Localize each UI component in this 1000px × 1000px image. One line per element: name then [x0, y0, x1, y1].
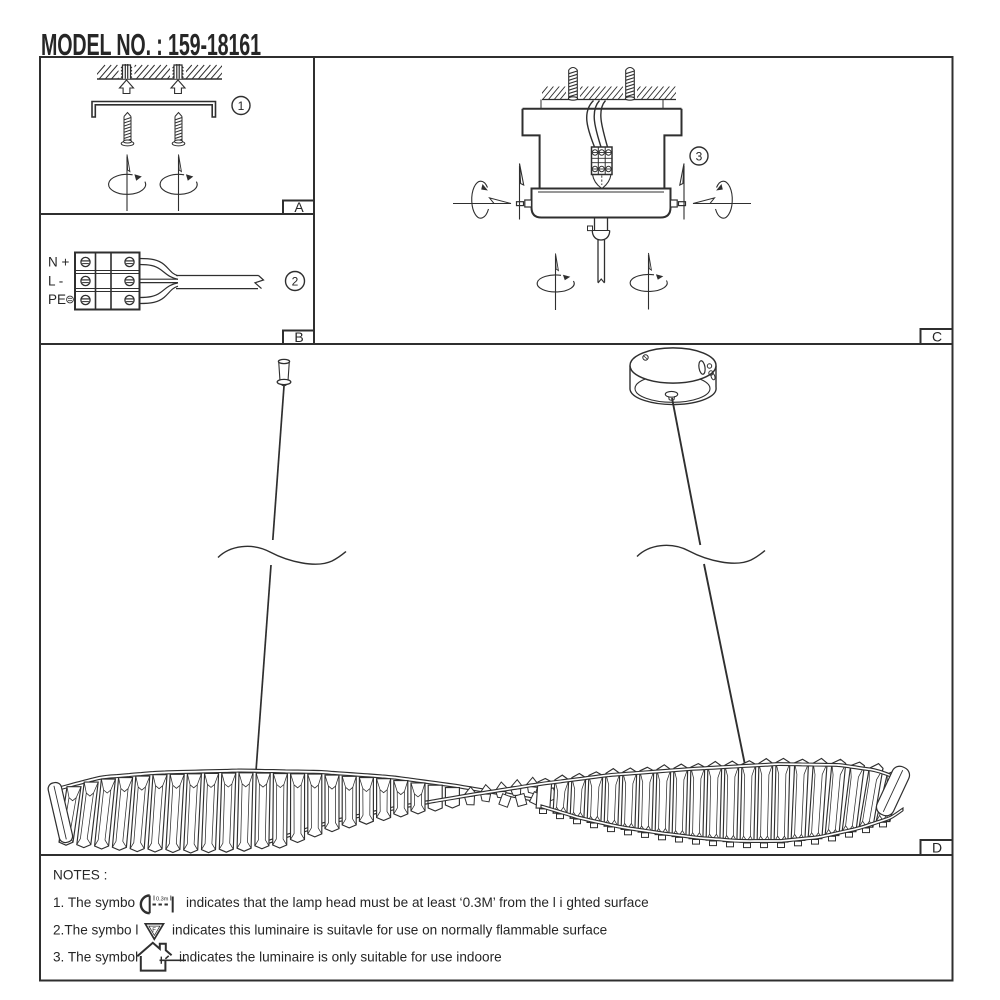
svg-text:3. The symbol: 3. The symbol	[53, 950, 138, 965]
svg-text:0.3m: 0.3m	[156, 896, 169, 902]
svg-text:1. The symbo: 1. The symbo	[53, 895, 135, 910]
svg-text:D: D	[932, 840, 942, 856]
svg-text:F: F	[152, 928, 156, 934]
svg-text:L -: L -	[48, 274, 63, 289]
svg-text:2: 2	[292, 274, 299, 288]
svg-text:indicates that the lamp head m: indicates that the lamp head must be at …	[186, 895, 649, 910]
svg-text:1: 1	[238, 99, 245, 113]
svg-text:3: 3	[696, 149, 703, 163]
svg-text:2.The symbo l: 2.The symbo l	[53, 923, 138, 938]
svg-text:A: A	[294, 199, 304, 215]
svg-text:C: C	[932, 329, 942, 345]
svg-text:NOTES :: NOTES :	[53, 868, 107, 883]
svg-text:PE: PE	[48, 292, 66, 307]
svg-text:N +: N +	[48, 255, 70, 270]
svg-text:indicates this luminaire is su: indicates this luminaire is suitavle for…	[172, 923, 607, 938]
svg-text:B: B	[294, 329, 303, 345]
svg-text:indicates the luminaire is onl: indicates the luminaire is only suitable…	[179, 950, 502, 965]
